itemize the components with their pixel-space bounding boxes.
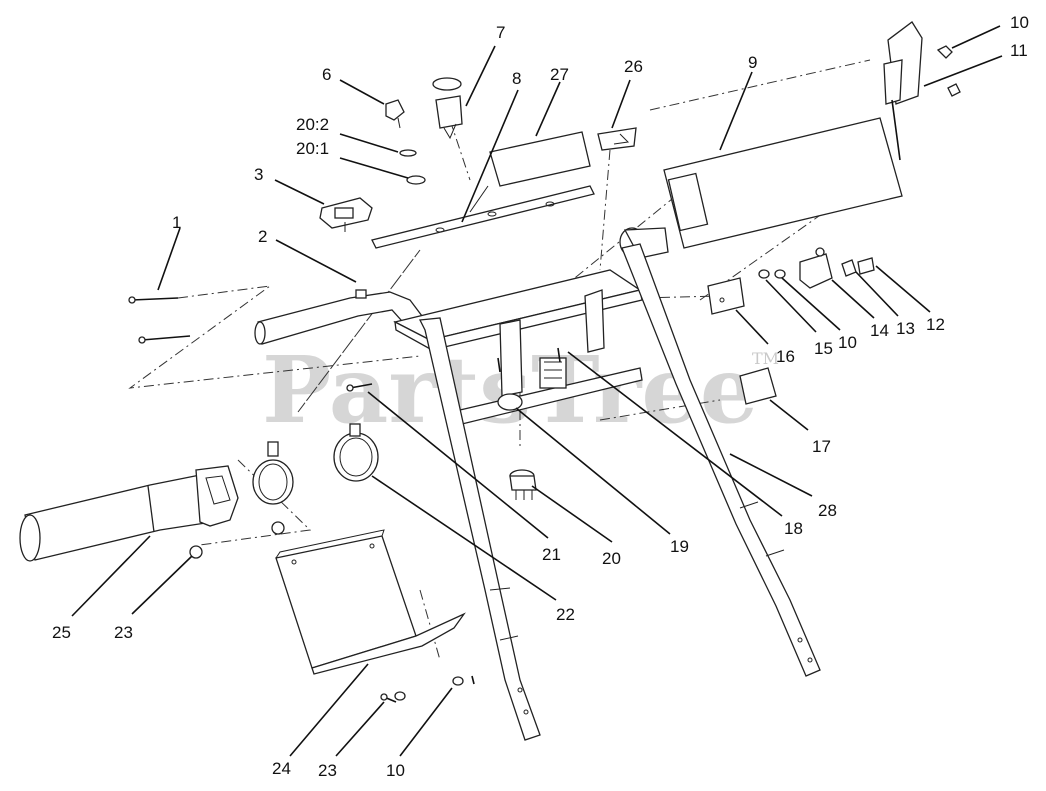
part-8-control-panel xyxy=(371,185,595,249)
part-22-clamps xyxy=(252,423,379,505)
part-26-decal xyxy=(597,127,637,151)
callout-23-bottom: 23 xyxy=(318,761,337,780)
callout-21: 21 xyxy=(542,545,561,564)
callout-27: 27 xyxy=(550,65,569,84)
part-28-right-handle xyxy=(619,227,821,677)
callout-14: 14 xyxy=(870,321,889,340)
part-19-20-ignition-switch xyxy=(497,393,537,500)
switch-fastener-row xyxy=(707,247,875,315)
callout-12: 12 xyxy=(926,315,945,334)
callout-13: 13 xyxy=(896,319,915,338)
part-20-washers xyxy=(399,149,426,185)
callout-7: 7 xyxy=(496,23,505,42)
callout-16: 16 xyxy=(776,347,795,366)
watermark-trademark: TM xyxy=(752,349,779,368)
callout-1: 1 xyxy=(172,213,181,232)
callout-18: 18 xyxy=(784,519,803,538)
callout-10-bottom: 10 xyxy=(386,761,405,780)
part-11-bracket xyxy=(883,21,961,161)
callout-25: 25 xyxy=(52,623,71,642)
callout-6: 6 xyxy=(322,65,331,84)
callout-22: 22 xyxy=(556,605,575,624)
callout-2: 2 xyxy=(258,227,267,246)
part-6-key-switch xyxy=(385,99,405,129)
part-25-discharge-tube xyxy=(19,465,239,562)
callout-26: 26 xyxy=(624,57,643,76)
left-handle-upright xyxy=(418,317,541,741)
part-24-guard xyxy=(275,529,475,703)
part-7-choke-knob xyxy=(432,77,463,140)
callout-23-left: 23 xyxy=(114,623,133,642)
callout-17: 17 xyxy=(812,437,831,456)
part-2-handle-tube xyxy=(254,289,426,345)
part-1-bolts xyxy=(128,296,191,344)
callout-9: 9 xyxy=(748,53,757,72)
part-23-nuts xyxy=(189,521,464,701)
callout-11: 11 xyxy=(1010,41,1028,60)
part-21-bolt xyxy=(346,347,561,392)
callout-15: 15 xyxy=(814,339,833,358)
callout-8: 8 xyxy=(512,69,521,88)
callout-20: 20 xyxy=(602,549,621,568)
callout-3: 3 xyxy=(254,165,263,184)
callout-labels: 1 2 3 6 7 20:2 20:1 8 27 26 9 10 11 12 1… xyxy=(52,13,1029,780)
callout-24: 24 xyxy=(272,759,291,778)
callout-10-top: 10 xyxy=(1010,13,1029,32)
part-27-decal xyxy=(469,131,591,213)
part-3-switch xyxy=(319,197,373,232)
callout-20-1: 20:1 xyxy=(296,139,329,158)
part-9-decal xyxy=(663,117,903,249)
part-17-relay xyxy=(739,367,777,405)
callout-20-2: 20:2 xyxy=(296,115,329,134)
leader-lines xyxy=(71,25,1003,757)
callout-19: 19 xyxy=(670,537,689,556)
callout-28: 28 xyxy=(818,501,837,520)
callout-10-mid: 10 xyxy=(838,333,857,352)
